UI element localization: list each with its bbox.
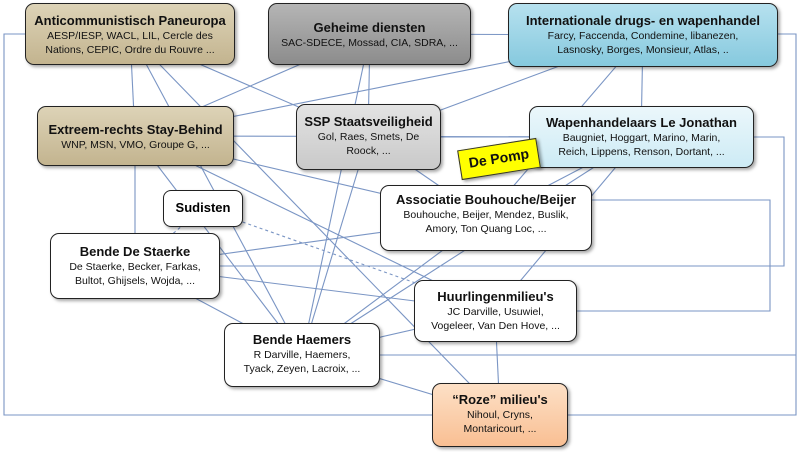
node-title: Extreem-rechts Stay-Behind bbox=[48, 122, 223, 137]
node-bende-de-staerke: Bende De Staerke De Staerke, Becker, Far… bbox=[50, 233, 220, 299]
node-title: Internationale drugs- en wapenhandel bbox=[525, 13, 761, 28]
node-members: Amory, Ton Quang Loc, ... bbox=[425, 223, 547, 235]
frame-connector-2 bbox=[220, 136, 785, 267]
node-geheime-diensten: Geheime diensten SAC-SDECE, Mossad, CIA,… bbox=[268, 3, 471, 65]
node-title: Bende Haemers bbox=[252, 332, 352, 347]
node-members: WNP, MSN, VMO, Groupe G, ... bbox=[61, 139, 210, 151]
node-members: Reich, Lippens, Renson, Dortant, ... bbox=[558, 146, 725, 158]
node-title: Bende De Staerke bbox=[79, 244, 191, 259]
link-paneuropa-roze bbox=[129, 33, 501, 416]
node-bouhouche-beijer: Associatie Bouhouche/Beijer Bouhouche, B… bbox=[380, 185, 592, 251]
node-members: De Staerke, Becker, Farkas, bbox=[69, 261, 201, 273]
node-title: Associatie Bouhouche/Beijer bbox=[396, 192, 576, 207]
node-members: JC Darville, Usuwiel, bbox=[447, 306, 544, 318]
node-drugs-wapenhandel: Internationale drugs- en wapenhandel Far… bbox=[508, 3, 778, 67]
node-paneuropa: Anticommunistisch Paneuropa AESP/IESP, W… bbox=[25, 3, 235, 65]
frame-connector-0 bbox=[3, 33, 432, 416]
node-title: Anticommunistisch Paneuropa bbox=[34, 13, 226, 28]
node-members: Gol, Raes, Smets, De bbox=[317, 131, 420, 143]
node-members: Vogeleer, Van Den Hove, ... bbox=[431, 320, 560, 332]
node-members: R Darville, Haemers, bbox=[253, 349, 351, 361]
node-title: SSP Staatsveiligheid bbox=[304, 114, 433, 129]
link-geheime-haemers bbox=[301, 33, 371, 356]
node-title: “Roze” milieu's bbox=[452, 392, 548, 407]
node-title: Wapenhandelaars Le Jonathan bbox=[546, 115, 737, 130]
node-title: Huurlingenmilieu's bbox=[437, 289, 554, 304]
node-members: Roock, ... bbox=[346, 145, 391, 157]
node-stay-behind: Extreem-rechts Stay-Behind WNP, MSN, VMO… bbox=[37, 106, 234, 166]
node-members: Tyack, Zeyen, Lacroix, ... bbox=[243, 363, 361, 375]
node-members: Bultot, Ghijsels, Wojda, ... bbox=[74, 275, 196, 287]
node-sudisten: Sudisten bbox=[163, 190, 243, 227]
node-members: Baugniet, Hoggart, Marino, Marin, bbox=[562, 132, 721, 144]
node-members: SAC-SDECE, Mossad, CIA, SDRA, ... bbox=[281, 37, 458, 49]
node-members: Farcy, Faccenda, Condemine, libanezen, bbox=[547, 30, 739, 42]
node-members: AESP/IESP, WACL, LIL, Cercle des bbox=[47, 30, 213, 42]
node-members: Montaricourt, ... bbox=[463, 423, 537, 435]
node-roze-milieu: “Roze” milieu's Nihoul, Cryns, Montarico… bbox=[432, 383, 568, 447]
node-title: Geheime diensten bbox=[313, 20, 426, 35]
node-members: Nihoul, Cryns, bbox=[467, 409, 533, 421]
node-members: Bouhouche, Beijer, Mendez, Buslik, bbox=[403, 209, 569, 221]
frame-connector-3 bbox=[577, 199, 771, 312]
node-bende-haemers: Bende Haemers R Darville, Haemers, Tyack… bbox=[224, 323, 380, 387]
node-ssp-staatsveiligheid: SSP Staatsveiligheid Gol, Raes, Smets, D… bbox=[296, 104, 441, 170]
frame-connector-1 bbox=[568, 33, 797, 416]
node-members: Nations, CEPIC, Ordre du Rouvre ... bbox=[45, 44, 215, 56]
node-members: Lasnosky, Borges, Monsieur, Atlas, .. bbox=[557, 44, 729, 56]
node-le-jonathan: Wapenhandelaars Le Jonathan Baugniet, Ho… bbox=[529, 106, 754, 168]
link-ssp-haemers bbox=[301, 136, 369, 356]
node-huurlingenmilieu: Huurlingenmilieu's JC Darville, Usuwiel,… bbox=[414, 280, 577, 342]
